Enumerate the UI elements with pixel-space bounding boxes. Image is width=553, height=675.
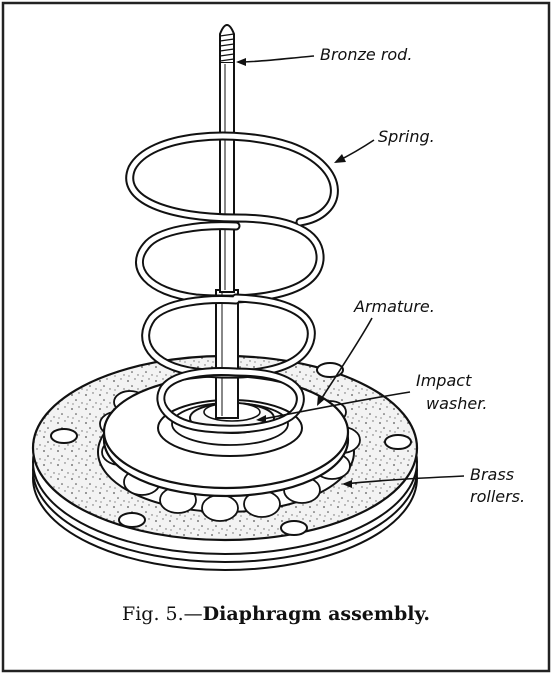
armature-label: Armature. (353, 297, 435, 316)
caption-title: Diaphragm assembly. (203, 603, 430, 625)
figure-caption: Fig. 5.—Diaphragm assembly. (122, 603, 430, 625)
bolt-hole (316, 362, 344, 378)
leader-lines (236, 55, 465, 488)
bolt-hole (384, 434, 412, 450)
brass-label: Brass (470, 465, 514, 484)
bronze-rod-label: Bronze rod. (320, 45, 412, 64)
bronze-rod (215, 24, 239, 419)
bolt-hole (118, 512, 146, 528)
bolt-hole (50, 428, 78, 444)
rollers-label: rollers. (470, 487, 525, 506)
bolt-hole (280, 520, 308, 536)
spring-label: Spring. (378, 127, 435, 146)
washer-label: washer. (426, 394, 487, 413)
impact-label: Impact (416, 371, 472, 390)
caption-prefix: Fig. 5.— (122, 603, 203, 625)
spring-coil (125, 131, 339, 434)
